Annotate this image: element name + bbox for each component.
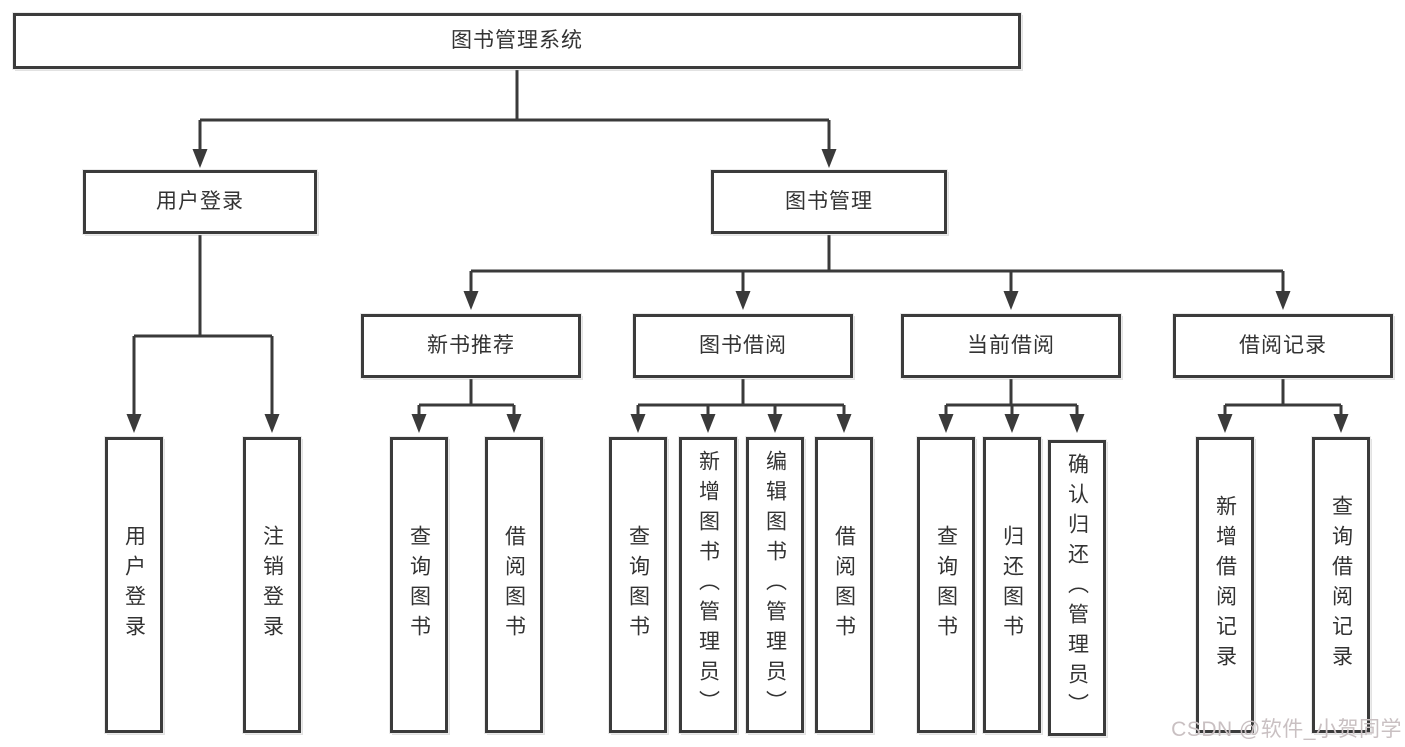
arrowhead	[1217, 414, 1233, 433]
connector-current-to-leaves	[944, 378, 1079, 418]
arrowhead	[264, 414, 280, 433]
connector-root-to-level2	[198, 69, 831, 152]
connector-mgmt-to-level3	[469, 234, 1285, 295]
leaf-confirm-return-admin: 确认归还（管理员）	[1048, 440, 1106, 736]
node-root: 图书管理系统	[13, 13, 1021, 69]
leaf-query-borrow-record: 查询借阅记录	[1312, 437, 1370, 733]
arrowhead	[630, 414, 646, 433]
arrowhead	[821, 149, 837, 168]
leaf-query-books-3: 查询图书	[917, 437, 975, 733]
node-new-book-recommend-label: 新书推荐	[427, 334, 515, 358]
leaf-logout-label: 注销登录	[260, 525, 284, 645]
arrowhead	[735, 291, 751, 310]
leaf-edit-books-admin: 编辑图书（管理员）	[746, 437, 804, 733]
leaf-logout: 注销登录	[243, 437, 301, 733]
leaf-borrow-books-2: 借阅图书	[815, 437, 873, 733]
node-book-management-label: 图书管理	[785, 190, 873, 214]
node-book-borrow: 图书借阅	[633, 314, 853, 378]
node-user-login-label: 用户登录	[156, 190, 244, 214]
leaf-query-books-1-label: 查询图书	[407, 525, 431, 645]
node-borrow-records: 借阅记录	[1173, 314, 1393, 378]
arrowhead	[767, 414, 783, 433]
leaf-user-login: 用户登录	[105, 437, 163, 733]
leaf-query-borrow-record-label: 查询借阅记录	[1329, 495, 1353, 675]
leaf-borrow-books-1-label: 借阅图书	[502, 525, 526, 645]
node-book-management: 图书管理	[711, 170, 947, 234]
arrowhead	[1069, 414, 1085, 433]
node-borrow-records-label: 借阅记录	[1239, 334, 1327, 358]
node-current-borrow: 当前借阅	[901, 314, 1121, 378]
node-root-label: 图书管理系统	[451, 29, 583, 53]
leaf-query-books-3-label: 查询图书	[934, 525, 958, 645]
arrowhead	[411, 414, 427, 433]
leaf-borrow-books-1: 借阅图书	[485, 437, 543, 733]
leaf-add-books-admin: 新增图书（管理员）	[679, 437, 737, 733]
arrowhead	[192, 149, 208, 168]
node-book-borrow-label: 图书借阅	[699, 334, 787, 358]
leaf-query-books-1: 查询图书	[390, 437, 448, 733]
leaf-confirm-return-admin-label: 确认归还（管理员）	[1065, 453, 1089, 723]
leaf-edit-books-admin-label: 编辑图书（管理员）	[763, 450, 787, 720]
node-new-book-recommend: 新书推荐	[361, 314, 581, 378]
leaf-add-books-admin-label: 新增图书（管理员）	[696, 450, 720, 720]
arrowhead	[1003, 291, 1019, 310]
arrowheads	[126, 149, 1349, 433]
node-user-login: 用户登录	[83, 170, 317, 234]
leaf-add-borrow-record-label: 新增借阅记录	[1213, 495, 1237, 675]
arrowhead	[463, 291, 479, 310]
arrowhead	[836, 414, 852, 433]
leaf-return-books-label: 归还图书	[1000, 525, 1024, 645]
leaf-query-books-2-label: 查询图书	[626, 525, 650, 645]
csdn-watermark: CSDN @软件_小贺同学	[1171, 718, 1402, 741]
arrowhead	[938, 414, 954, 433]
leaf-query-books-2: 查询图书	[609, 437, 667, 733]
node-current-borrow-label: 当前借阅	[967, 334, 1055, 358]
leaf-return-books: 归还图书	[983, 437, 1041, 733]
connector-login-to-leaves	[132, 234, 274, 418]
arrowhead	[506, 414, 522, 433]
arrowhead	[700, 414, 716, 433]
arrowhead	[1004, 414, 1020, 433]
leaf-borrow-books-2-label: 借阅图书	[832, 525, 856, 645]
arrowhead	[1275, 291, 1291, 310]
connector-borrow-to-leaves	[636, 378, 846, 418]
arrowhead	[126, 414, 142, 433]
leaf-add-borrow-record: 新增借阅记录	[1196, 437, 1254, 733]
connector-records-to-leaves	[1223, 378, 1343, 418]
leaf-user-login-label: 用户登录	[122, 525, 146, 645]
arrowhead	[1333, 414, 1349, 433]
connector-newbook-to-leaves	[417, 378, 516, 418]
